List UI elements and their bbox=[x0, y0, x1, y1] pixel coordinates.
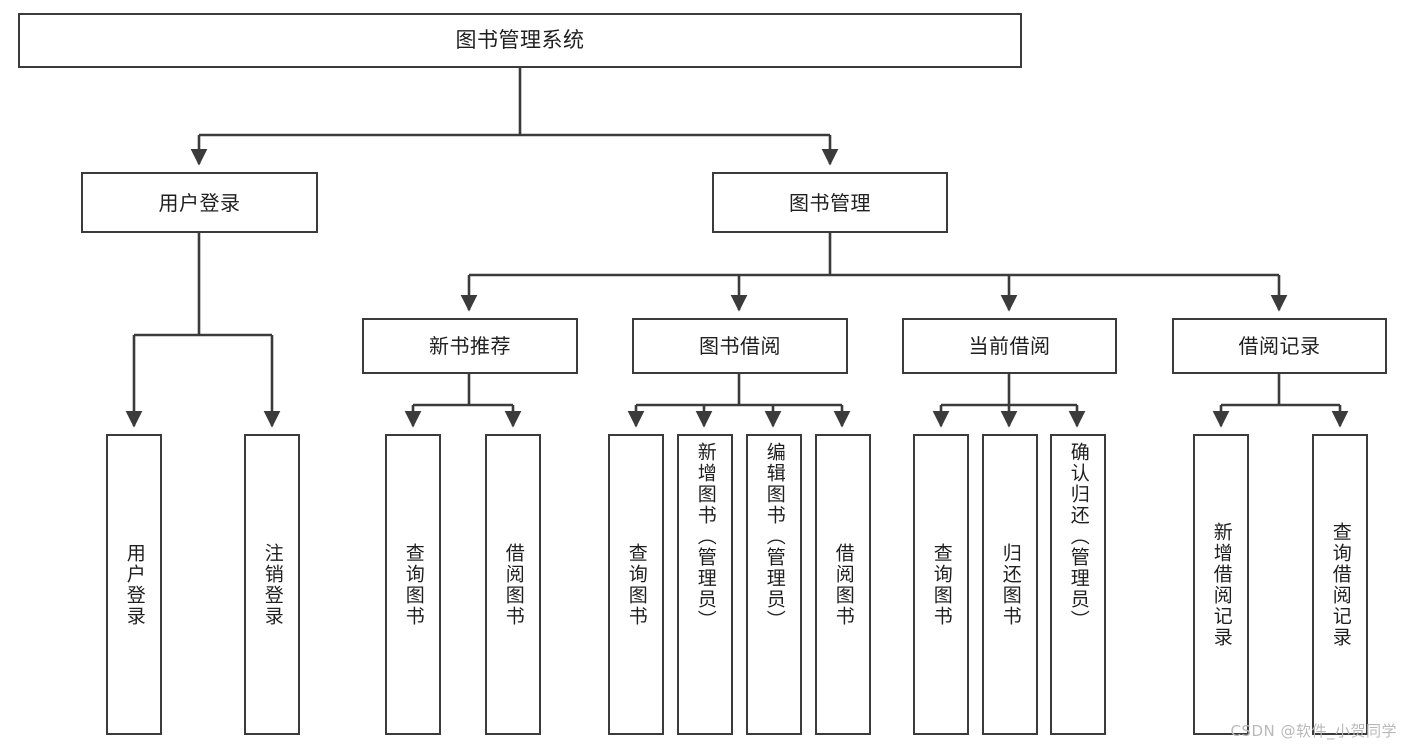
node-label: 查询图书 bbox=[625, 542, 648, 627]
leaf-query-book-borrow[interactable]: 查询图书 bbox=[608, 434, 664, 735]
node-book-manage[interactable]: 图书管理 bbox=[712, 172, 948, 233]
node-label: 查询借阅记录 bbox=[1329, 521, 1352, 648]
watermark-text: CSDN @软件_小贺同学 bbox=[1230, 722, 1397, 740]
leaf-return-book[interactable]: 归还图书 bbox=[982, 434, 1038, 735]
node-new-book-recommend[interactable]: 新书推荐 bbox=[362, 318, 578, 374]
node-label: 图书管理 bbox=[789, 190, 871, 215]
node-book-borrow[interactable]: 图书借阅 bbox=[632, 318, 848, 374]
leaf-user-login[interactable]: 用户登录 bbox=[106, 434, 162, 735]
node-label: 编辑图书（管理员） bbox=[763, 442, 786, 631]
leaf-user-logout[interactable]: 注销登录 bbox=[244, 434, 300, 735]
node-label: 查询图书 bbox=[930, 542, 953, 627]
node-label: 用户登录 bbox=[158, 190, 241, 215]
node-label: 新书推荐 bbox=[429, 334, 511, 358]
leaf-add-book-admin[interactable]: 新增图书（管理员） bbox=[677, 434, 733, 735]
node-label: 归还图书 bbox=[999, 542, 1022, 627]
leaf-borrow-book-borrow[interactable]: 借阅图书 bbox=[815, 434, 871, 735]
leaf-edit-book-admin[interactable]: 编辑图书（管理员） bbox=[746, 434, 802, 735]
node-label: 借阅图书 bbox=[832, 542, 855, 627]
leaf-borrow-book-new[interactable]: 借阅图书 bbox=[485, 434, 541, 735]
node-label: 新增借阅记录 bbox=[1210, 521, 1233, 648]
leaf-query-book-new[interactable]: 查询图书 bbox=[385, 434, 441, 735]
leaf-add-borrow-record[interactable]: 新增借阅记录 bbox=[1193, 434, 1249, 735]
node-label: 借阅图书 bbox=[502, 542, 525, 627]
node-root-system[interactable]: 图书管理系统 bbox=[18, 13, 1022, 68]
node-borrow-record[interactable]: 借阅记录 bbox=[1172, 318, 1387, 374]
node-label: 注销登录 bbox=[261, 542, 284, 627]
node-label: 新增图书（管理员） bbox=[694, 442, 717, 631]
leaf-query-borrow-record[interactable]: 查询借阅记录 bbox=[1312, 434, 1368, 735]
node-label: 图书管理系统 bbox=[455, 27, 585, 52]
node-current-borrow[interactable]: 当前借阅 bbox=[902, 318, 1117, 374]
node-label: 当前借阅 bbox=[968, 334, 1051, 358]
node-label: 确认归还（管理员） bbox=[1067, 442, 1090, 631]
node-label: 图书借阅 bbox=[699, 334, 781, 358]
node-label: 用户登录 bbox=[123, 542, 146, 627]
leaf-query-book-current[interactable]: 查询图书 bbox=[913, 434, 969, 735]
node-label: 借阅记录 bbox=[1238, 334, 1321, 358]
node-label: 查询图书 bbox=[402, 542, 425, 627]
leaf-confirm-return-admin[interactable]: 确认归还（管理员） bbox=[1050, 434, 1106, 735]
node-user-login[interactable]: 用户登录 bbox=[81, 172, 318, 233]
